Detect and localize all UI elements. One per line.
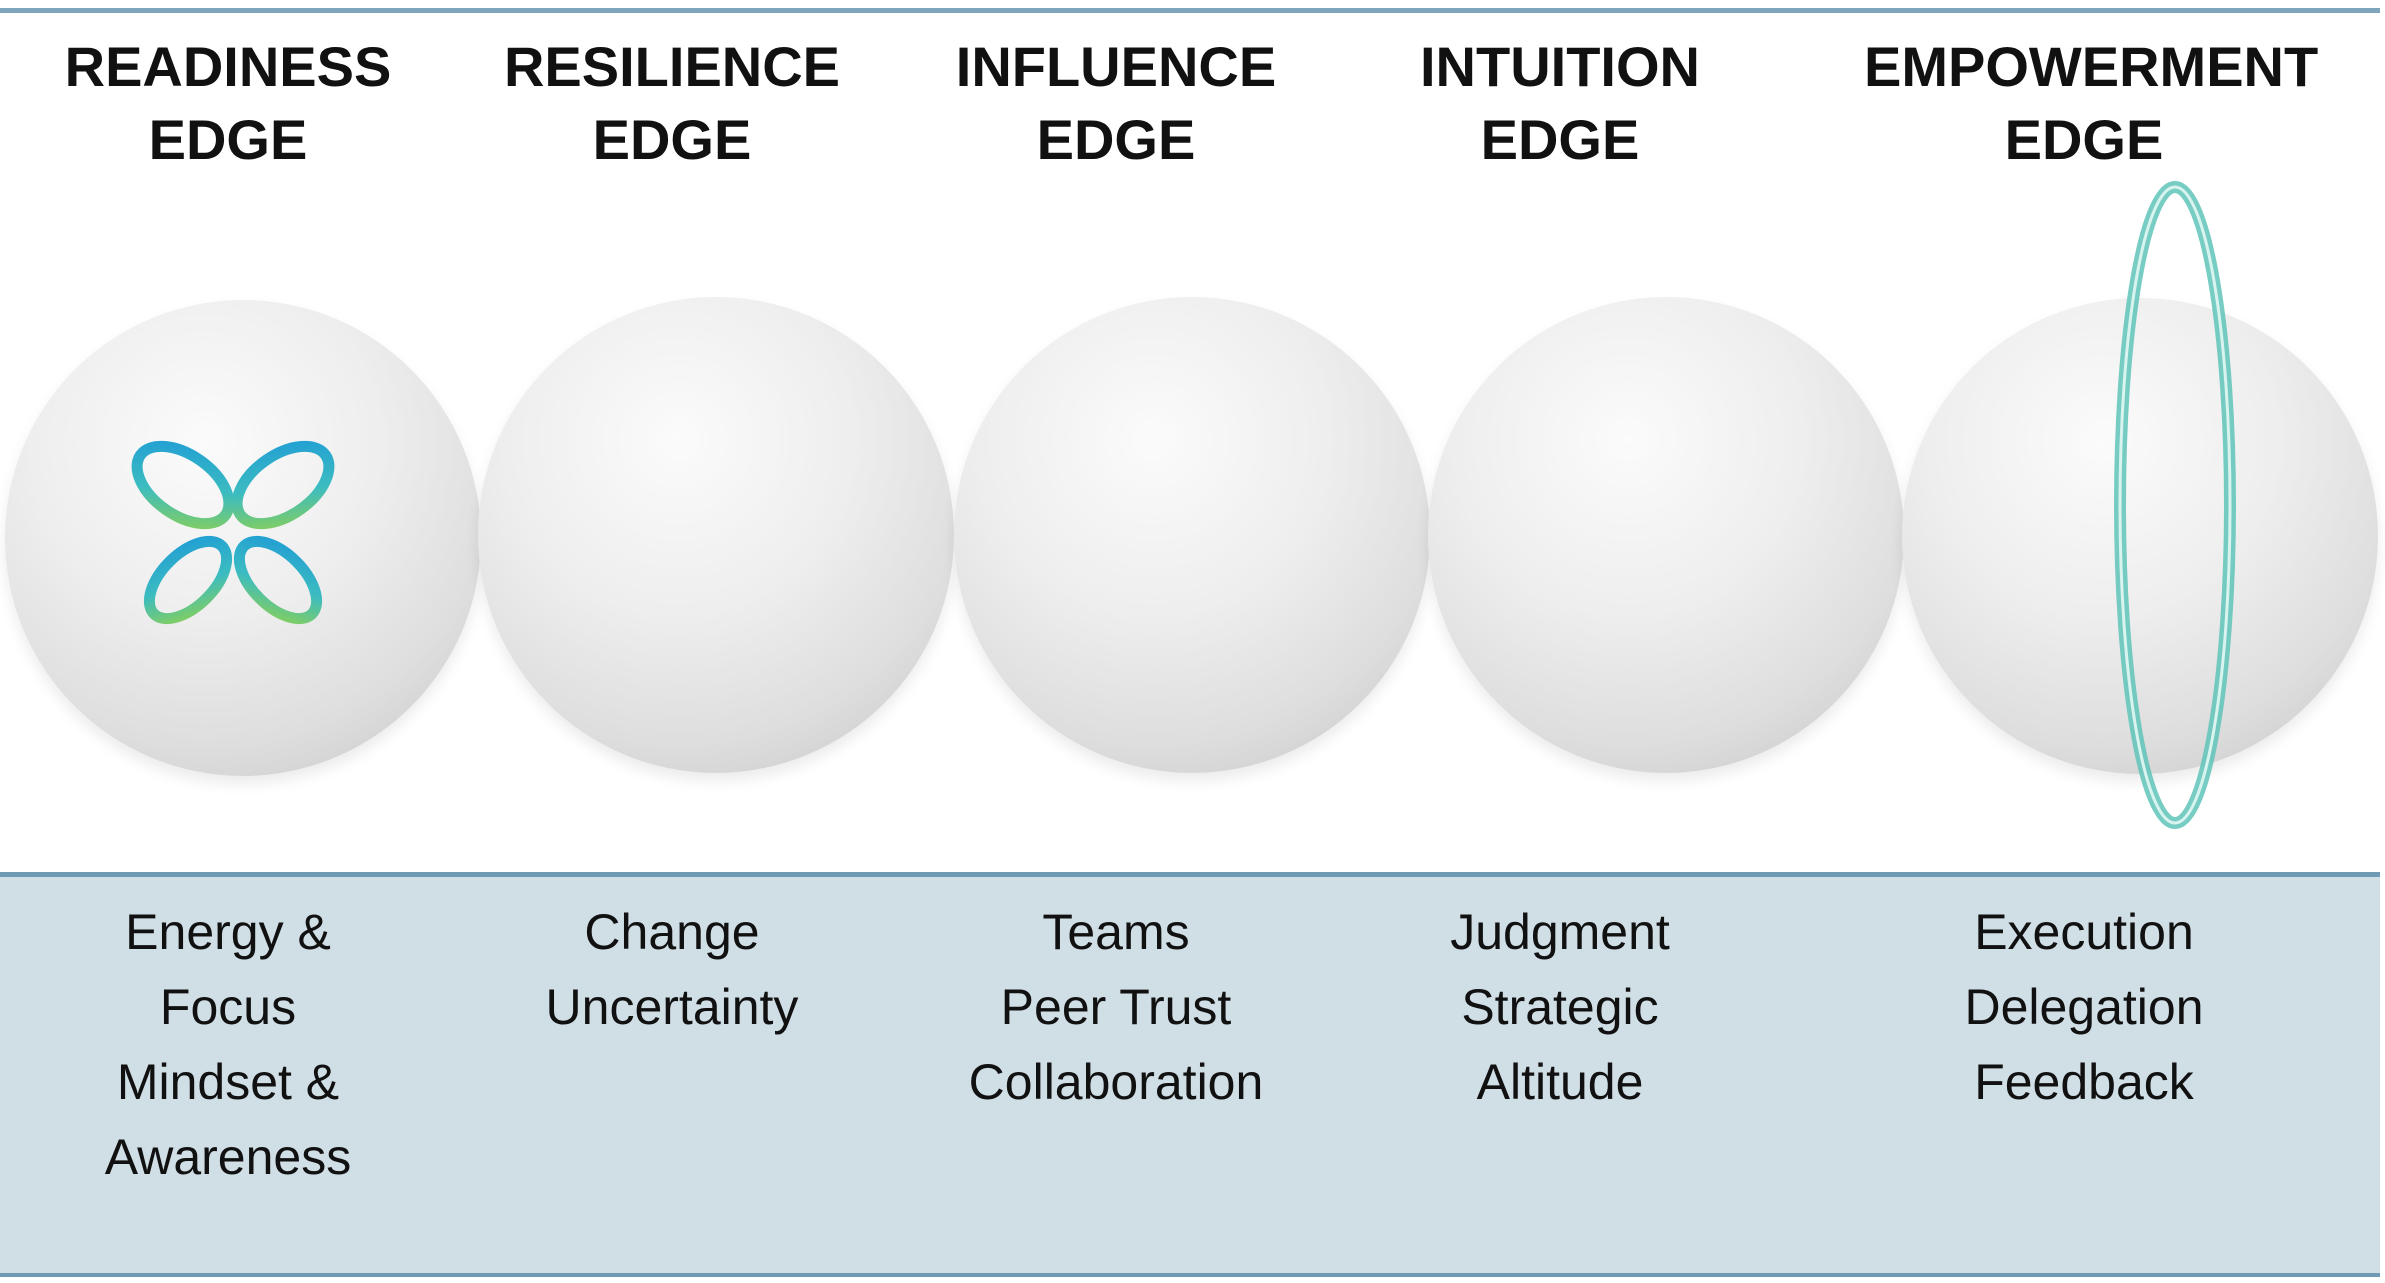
item-text: Strategic [1461,979,1659,1035]
sphere-readiness [5,300,481,776]
butterfly-logo-icon [131,440,335,625]
item-text: Energy & [125,904,331,960]
heading-line: EDGE [1036,108,1196,171]
heading-line: READINESS [64,35,392,98]
items-readiness: Energy & Focus Mindset & Awareness [0,895,458,1195]
heading-resilience: RESILIENCE EDGE [452,30,892,176]
heading-line: RESILIENCE [503,35,841,98]
heading-intuition: INTUITION EDGE [1340,30,1780,176]
items-influence: Teams Peer Trust Collaboration [886,895,1346,1120]
items-intuition: Judgment Strategic Altitude [1330,895,1790,1120]
item-text: Focus [159,979,297,1035]
item-text: Awareness [104,1129,352,1185]
item-text: Execution [1974,904,2194,960]
heading-influence: INFLUENCE EDGE [896,30,1336,176]
heading-line: EDGE [1480,108,1640,171]
item-text: Feedback [1974,1054,2194,1110]
item-text: Teams [1042,904,1190,960]
items-resilience: Change Uncertainty [442,895,902,1045]
heading-line: INFLUENCE [955,35,1277,98]
heading-line: EDGE [148,108,308,171]
heading-line: EDGE [2004,108,2164,171]
heading-line: EDGE [592,108,752,171]
sphere-resilience [478,297,954,773]
heading-line: EMPOWERMENT [1864,35,2319,98]
item-text: Change [584,904,760,960]
heading-readiness: READINESS EDGE [8,30,448,176]
heading-empowerment: EMPOWERMENT EDGE [1864,30,2319,176]
halo-ring-icon [2114,181,2236,829]
item-text: Delegation [1964,979,2204,1035]
items-empowerment: Execution Delegation Feedback [1854,895,2314,1120]
sphere-influence [954,297,1430,773]
sphere-intuition [1428,297,1904,773]
top-divider [0,8,2380,13]
sphere-empowerment [1902,298,2378,774]
item-text: Uncertainty [545,979,799,1035]
item-text: Mindset & [116,1054,340,1110]
item-text: Altitude [1476,1054,1644,1110]
item-text: Collaboration [968,1054,1264,1110]
heading-line: INTUITION [1420,35,1700,98]
item-text: Judgment [1450,904,1670,960]
details-panel [0,872,2380,1277]
item-text: Peer Trust [1000,979,1232,1035]
